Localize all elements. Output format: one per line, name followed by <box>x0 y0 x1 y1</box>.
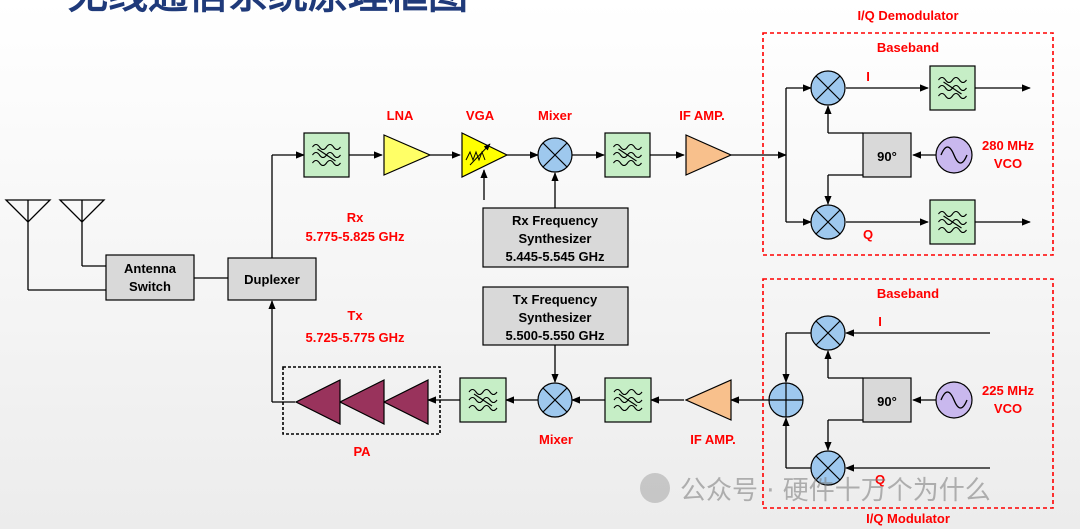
vga-amplifier-icon <box>461 132 509 178</box>
svg-text:5.500-5.550 GHz: 5.500-5.550 GHz <box>505 328 605 343</box>
svg-text:Tx Frequency: Tx Frequency <box>513 292 598 307</box>
tx-bandpass-filter <box>459 377 507 423</box>
duplexer-block: Duplexer <box>227 257 317 301</box>
svg-text:Rx Frequency: Rx Frequency <box>512 213 599 228</box>
tx-mixer-label: Mixer <box>539 432 573 447</box>
mod-vco-icon <box>935 381 973 419</box>
demod-i-mixer-icon <box>810 70 846 106</box>
tx-if-filter <box>604 377 652 423</box>
wires <box>27 84 1031 472</box>
svg-text:5.445-5.545 GHz: 5.445-5.545 GHz <box>505 249 605 264</box>
demodulator-frame <box>762 32 1054 256</box>
tx-mixer-icon <box>537 382 573 418</box>
page-title: 无线通信系统原理框图 <box>68 0 468 18</box>
svg-text:Switch: Switch <box>129 279 171 294</box>
modulator-i-label: I <box>878 314 882 329</box>
tx-if-amp-label: IF AMP. <box>690 432 736 447</box>
tx-frequency-synthesizer: Tx Frequency Synthesizer 5.500-5.550 GHz <box>482 286 629 346</box>
mod-i-mixer-icon <box>810 315 846 351</box>
rx-mixer-label: Mixer <box>538 108 572 123</box>
rx-mixer-icon <box>537 137 573 173</box>
mod-summer-icon <box>768 382 804 418</box>
demodulator-baseband-label: Baseband <box>877 40 939 55</box>
antenna-icon <box>4 199 52 223</box>
demod-q-lowpass-filter <box>929 199 976 245</box>
modulator-title: I/Q Modulator <box>866 511 950 526</box>
modulator-baseband-label: Baseband <box>877 286 939 301</box>
lna-label: LNA <box>387 108 414 123</box>
demod-i-lowpass-filter <box>929 65 976 111</box>
demodulator-i-label: I <box>866 69 870 84</box>
svg-text:Duplexer: Duplexer <box>244 272 300 287</box>
mod-q-mixer-icon <box>810 450 846 486</box>
vga-label: VGA <box>466 108 495 123</box>
rx-if-amplifier-icon <box>685 134 733 176</box>
rx-frequency-label: 5.775-5.825 GHz <box>305 229 405 244</box>
lna-amplifier-icon <box>383 134 432 176</box>
rx-if-filter <box>604 132 651 178</box>
mod-vco-label: VCO <box>994 401 1022 416</box>
demod-vco-label: VCO <box>994 156 1022 171</box>
svg-text:Antenna: Antenna <box>124 261 177 276</box>
demodulator-title: I/Q Demodulator <box>857 8 958 23</box>
tx-frequency-label: 5.725-5.775 GHz <box>305 330 405 345</box>
demod-vco-icon <box>935 136 973 174</box>
mod-phase-shifter: 90° <box>862 377 912 423</box>
watermark: 公众号 · 硬件十万个为什么 <box>640 470 991 507</box>
mod-vco-frequency-label: 225 MHz <box>982 383 1035 398</box>
antenna-icon <box>58 199 106 223</box>
watermark-text: 公众号 · 硬件十万个为什么 <box>680 476 991 506</box>
rx-bandpass-filter <box>303 132 350 178</box>
svg-text:90°: 90° <box>877 149 897 164</box>
pa-label: PA <box>353 444 371 459</box>
modulator-q-label: Q <box>875 472 885 487</box>
svg-text:Synthesizer: Synthesizer <box>519 310 592 325</box>
wechat-logo-icon <box>640 473 670 503</box>
rx-frequency-synthesizer: Rx Frequency Synthesizer 5.445-5.545 GHz <box>482 207 629 268</box>
tx-label: Tx <box>347 308 363 323</box>
demod-vco-frequency-label: 280 MHz <box>982 138 1035 153</box>
rx-label: Rx <box>347 210 364 225</box>
antenna-switch-block: Antenna Switch <box>105 254 195 301</box>
svg-text:90°: 90° <box>877 394 897 409</box>
svg-text:Synthesizer: Synthesizer <box>519 231 592 246</box>
demod-phase-shifter: 90° <box>862 132 912 178</box>
tx-if-amplifier-icon <box>684 379 732 421</box>
power-amplifier-icon <box>294 379 429 425</box>
demod-q-mixer-icon <box>810 204 846 240</box>
rx-if-amp-label: IF AMP. <box>679 108 725 123</box>
demodulator-q-label: Q <box>863 227 873 242</box>
